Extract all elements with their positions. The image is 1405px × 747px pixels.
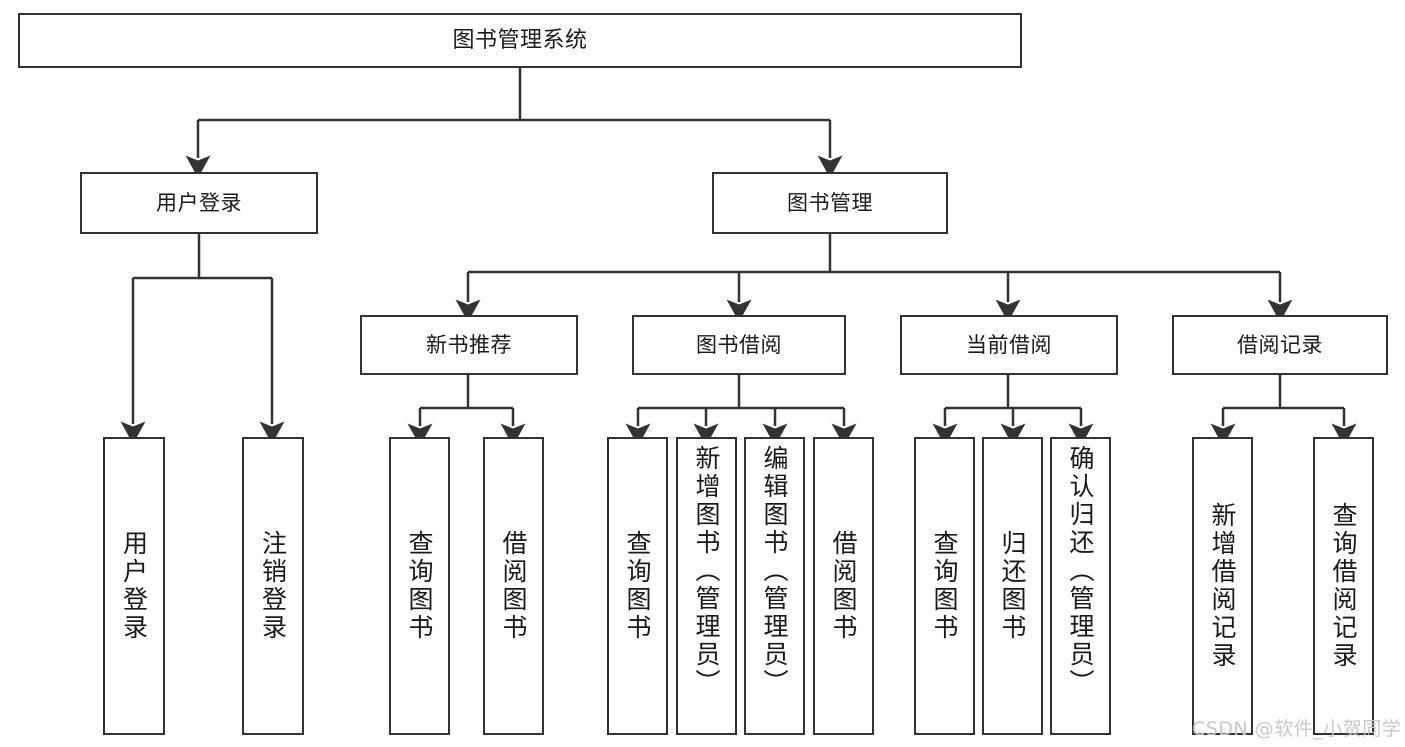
node-label: 确认归还（管理员） bbox=[1066, 445, 1095, 697]
node-label: 查询图书 bbox=[623, 530, 652, 642]
node-label: 借阅记录 bbox=[1237, 332, 1323, 357]
node-label: 用户登录 bbox=[119, 530, 149, 642]
leaf-return-book[interactable]: 归还图书 bbox=[982, 437, 1043, 735]
node-user-login[interactable]: 用户登录 bbox=[80, 172, 318, 234]
node-label: 借阅图书 bbox=[499, 530, 528, 642]
node-book-borrow[interactable]: 图书借阅 bbox=[632, 315, 846, 375]
node-new-book-recommend[interactable]: 新书推荐 bbox=[360, 315, 578, 375]
node-label: 用户登录 bbox=[156, 190, 242, 215]
node-label: 新增图书（管理员） bbox=[692, 445, 721, 697]
leaf-query-book-3[interactable]: 查询图书 bbox=[914, 437, 975, 735]
node-label: 编辑图书（管理员） bbox=[760, 445, 789, 697]
node-book-manage[interactable]: 图书管理 bbox=[712, 172, 948, 234]
node-label: 图书管理 bbox=[787, 190, 873, 215]
watermark-credit: CSDN @软件_小贺同学 bbox=[1192, 718, 1402, 740]
leaf-add-book[interactable]: 新增图书（管理员） bbox=[676, 437, 737, 735]
node-borrow-record[interactable]: 借阅记录 bbox=[1172, 315, 1388, 375]
node-label: 归还图书 bbox=[998, 530, 1027, 642]
leaf-query-borrow-record[interactable]: 查询借阅记录 bbox=[1313, 437, 1374, 735]
leaf-edit-book[interactable]: 编辑图书（管理员） bbox=[744, 437, 805, 735]
node-label: 新书推荐 bbox=[426, 332, 512, 357]
node-label: 查询图书 bbox=[930, 530, 959, 642]
node-root-system[interactable]: 图书管理系统 bbox=[18, 13, 1022, 68]
node-label: 注销登录 bbox=[258, 530, 288, 642]
leaf-query-book-1[interactable]: 查询图书 bbox=[389, 437, 450, 735]
leaf-user-login[interactable]: 用户登录 bbox=[103, 437, 165, 735]
node-label: 当前借阅 bbox=[966, 332, 1052, 357]
leaf-borrow-book-1[interactable]: 借阅图书 bbox=[483, 437, 544, 735]
leaf-borrow-book-2[interactable]: 借阅图书 bbox=[813, 437, 874, 735]
node-label: 图书借阅 bbox=[696, 332, 782, 357]
leaf-confirm-return[interactable]: 确认归还（管理员） bbox=[1050, 437, 1111, 735]
leaf-query-book-2[interactable]: 查询图书 bbox=[607, 437, 668, 735]
node-label: 查询借阅记录 bbox=[1329, 502, 1358, 670]
leaf-add-borrow-record[interactable]: 新增借阅记录 bbox=[1192, 437, 1253, 735]
node-label: 新增借阅记录 bbox=[1208, 502, 1237, 670]
node-label: 借阅图书 bbox=[829, 530, 858, 642]
node-label: 查询图书 bbox=[405, 530, 434, 642]
node-current-borrow[interactable]: 当前借阅 bbox=[900, 315, 1118, 375]
leaf-user-logout[interactable]: 注销登录 bbox=[242, 437, 304, 735]
node-label: 图书管理系统 bbox=[452, 27, 588, 53]
